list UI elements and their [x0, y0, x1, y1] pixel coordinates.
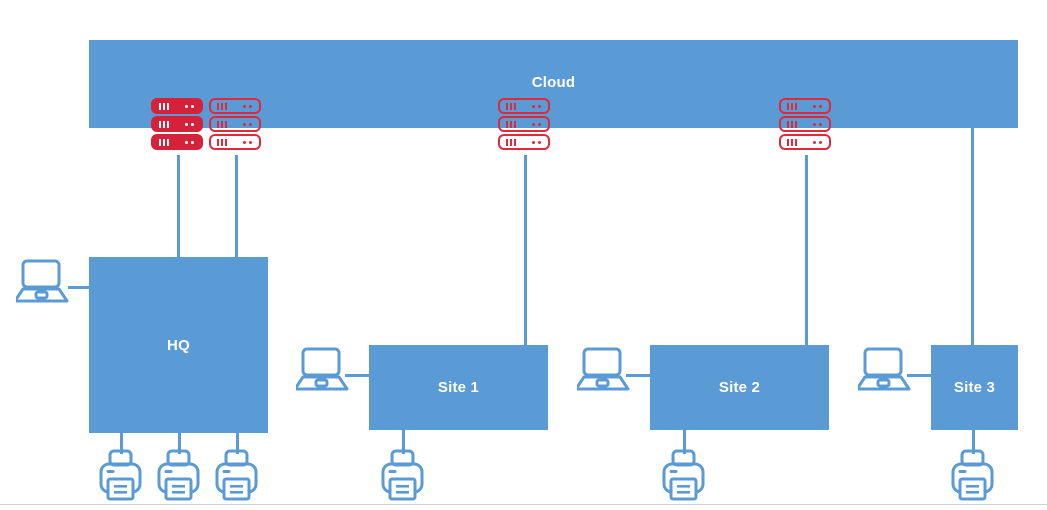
laptop-icon-site3[interactable] [855, 346, 912, 399]
link-hq-server-secondary [235, 155, 238, 258]
server-leds-icon [532, 104, 541, 108]
server-bars-icon [159, 120, 169, 128]
server-stack-site2[interactable] [779, 98, 831, 150]
server-leds-icon [813, 104, 822, 108]
printer-icon [99, 449, 142, 501]
server-bars-icon [159, 138, 169, 146]
link-hq-printer-2 [178, 430, 181, 454]
server-leds-icon [243, 104, 252, 108]
server-stack-site1[interactable] [498, 98, 550, 150]
node-site2-label: Site 2 [718, 379, 761, 396]
printer-icon-site1-1[interactable] [380, 449, 425, 510]
server-bars-icon [217, 102, 227, 110]
laptop-icon [574, 347, 630, 391]
server-unit [209, 98, 261, 114]
server-unit [779, 98, 831, 114]
server-leds-icon [532, 122, 541, 126]
server-unit [209, 116, 261, 132]
server-leds-icon [185, 122, 194, 126]
link-site2-laptop [626, 374, 652, 377]
laptop-icon [855, 347, 911, 391]
server-leds-icon [243, 140, 252, 144]
server-unit [151, 98, 203, 114]
node-site3[interactable]: Site 3 [931, 345, 1018, 430]
server-leds-icon [185, 140, 194, 144]
server-stack-hq-primary[interactable] [151, 98, 203, 150]
server-unit [209, 134, 261, 150]
server-bars-icon [159, 102, 169, 110]
server-stack-hq-secondary[interactable] [209, 98, 261, 150]
footer-divider [0, 504, 1047, 505]
laptop-icon-site2[interactable] [574, 346, 631, 399]
server-unit [498, 116, 550, 132]
printer-icon-hq-2[interactable] [156, 449, 201, 510]
node-site3-label: Site 3 [953, 379, 996, 396]
laptop-icon-hq[interactable] [13, 258, 70, 311]
server-unit [498, 98, 550, 114]
link-site3-laptop [907, 374, 933, 377]
server-leds-icon [813, 122, 822, 126]
server-unit [779, 116, 831, 132]
link-hq-printer-1 [120, 430, 123, 454]
link-hq-printer-3 [236, 430, 239, 454]
laptop-icon [13, 259, 69, 303]
server-leds-icon [243, 122, 252, 126]
server-unit [151, 116, 203, 132]
printer-icon [951, 449, 994, 501]
server-bars-icon [506, 120, 516, 128]
node-site1-label: Site 1 [437, 379, 480, 396]
printer-icon [381, 449, 424, 501]
server-bars-icon [506, 102, 516, 110]
link-site2-printer [683, 428, 686, 454]
link-cloud-site3 [971, 127, 974, 346]
link-site1-server [524, 155, 527, 346]
laptop-icon [293, 347, 349, 391]
server-unit [779, 134, 831, 150]
printer-icon-site3-1[interactable] [950, 449, 995, 510]
server-leds-icon [532, 140, 541, 144]
server-bars-icon [217, 138, 227, 146]
server-unit [498, 134, 550, 150]
printer-icon-site2-1[interactable] [661, 449, 706, 510]
server-bars-icon [787, 138, 797, 146]
laptop-icon-site1[interactable] [293, 346, 350, 399]
link-hq-laptop [68, 286, 91, 289]
link-hq-server-primary [177, 155, 180, 258]
node-site2[interactable]: Site 2 [650, 345, 829, 430]
server-unit [151, 134, 203, 150]
server-bars-icon [787, 102, 797, 110]
node-hq-label: HQ [167, 336, 190, 354]
printer-icon-hq-1[interactable] [98, 449, 143, 510]
printer-icon-hq-3[interactable] [214, 449, 259, 510]
server-leds-icon [813, 140, 822, 144]
server-leds-icon [185, 104, 194, 108]
printer-icon [215, 449, 258, 501]
printer-icon [662, 449, 705, 501]
link-site1-laptop [345, 374, 371, 377]
node-hq[interactable]: HQ [89, 257, 268, 433]
printer-icon [157, 449, 200, 501]
server-bars-icon [217, 120, 227, 128]
link-site3-printer [972, 428, 975, 454]
link-site1-printer [402, 428, 405, 454]
node-site1[interactable]: Site 1 [369, 345, 548, 430]
cloud-label: Cloud [531, 74, 576, 91]
server-bars-icon [506, 138, 516, 146]
server-bars-icon [787, 120, 797, 128]
link-site2-server [805, 155, 808, 346]
